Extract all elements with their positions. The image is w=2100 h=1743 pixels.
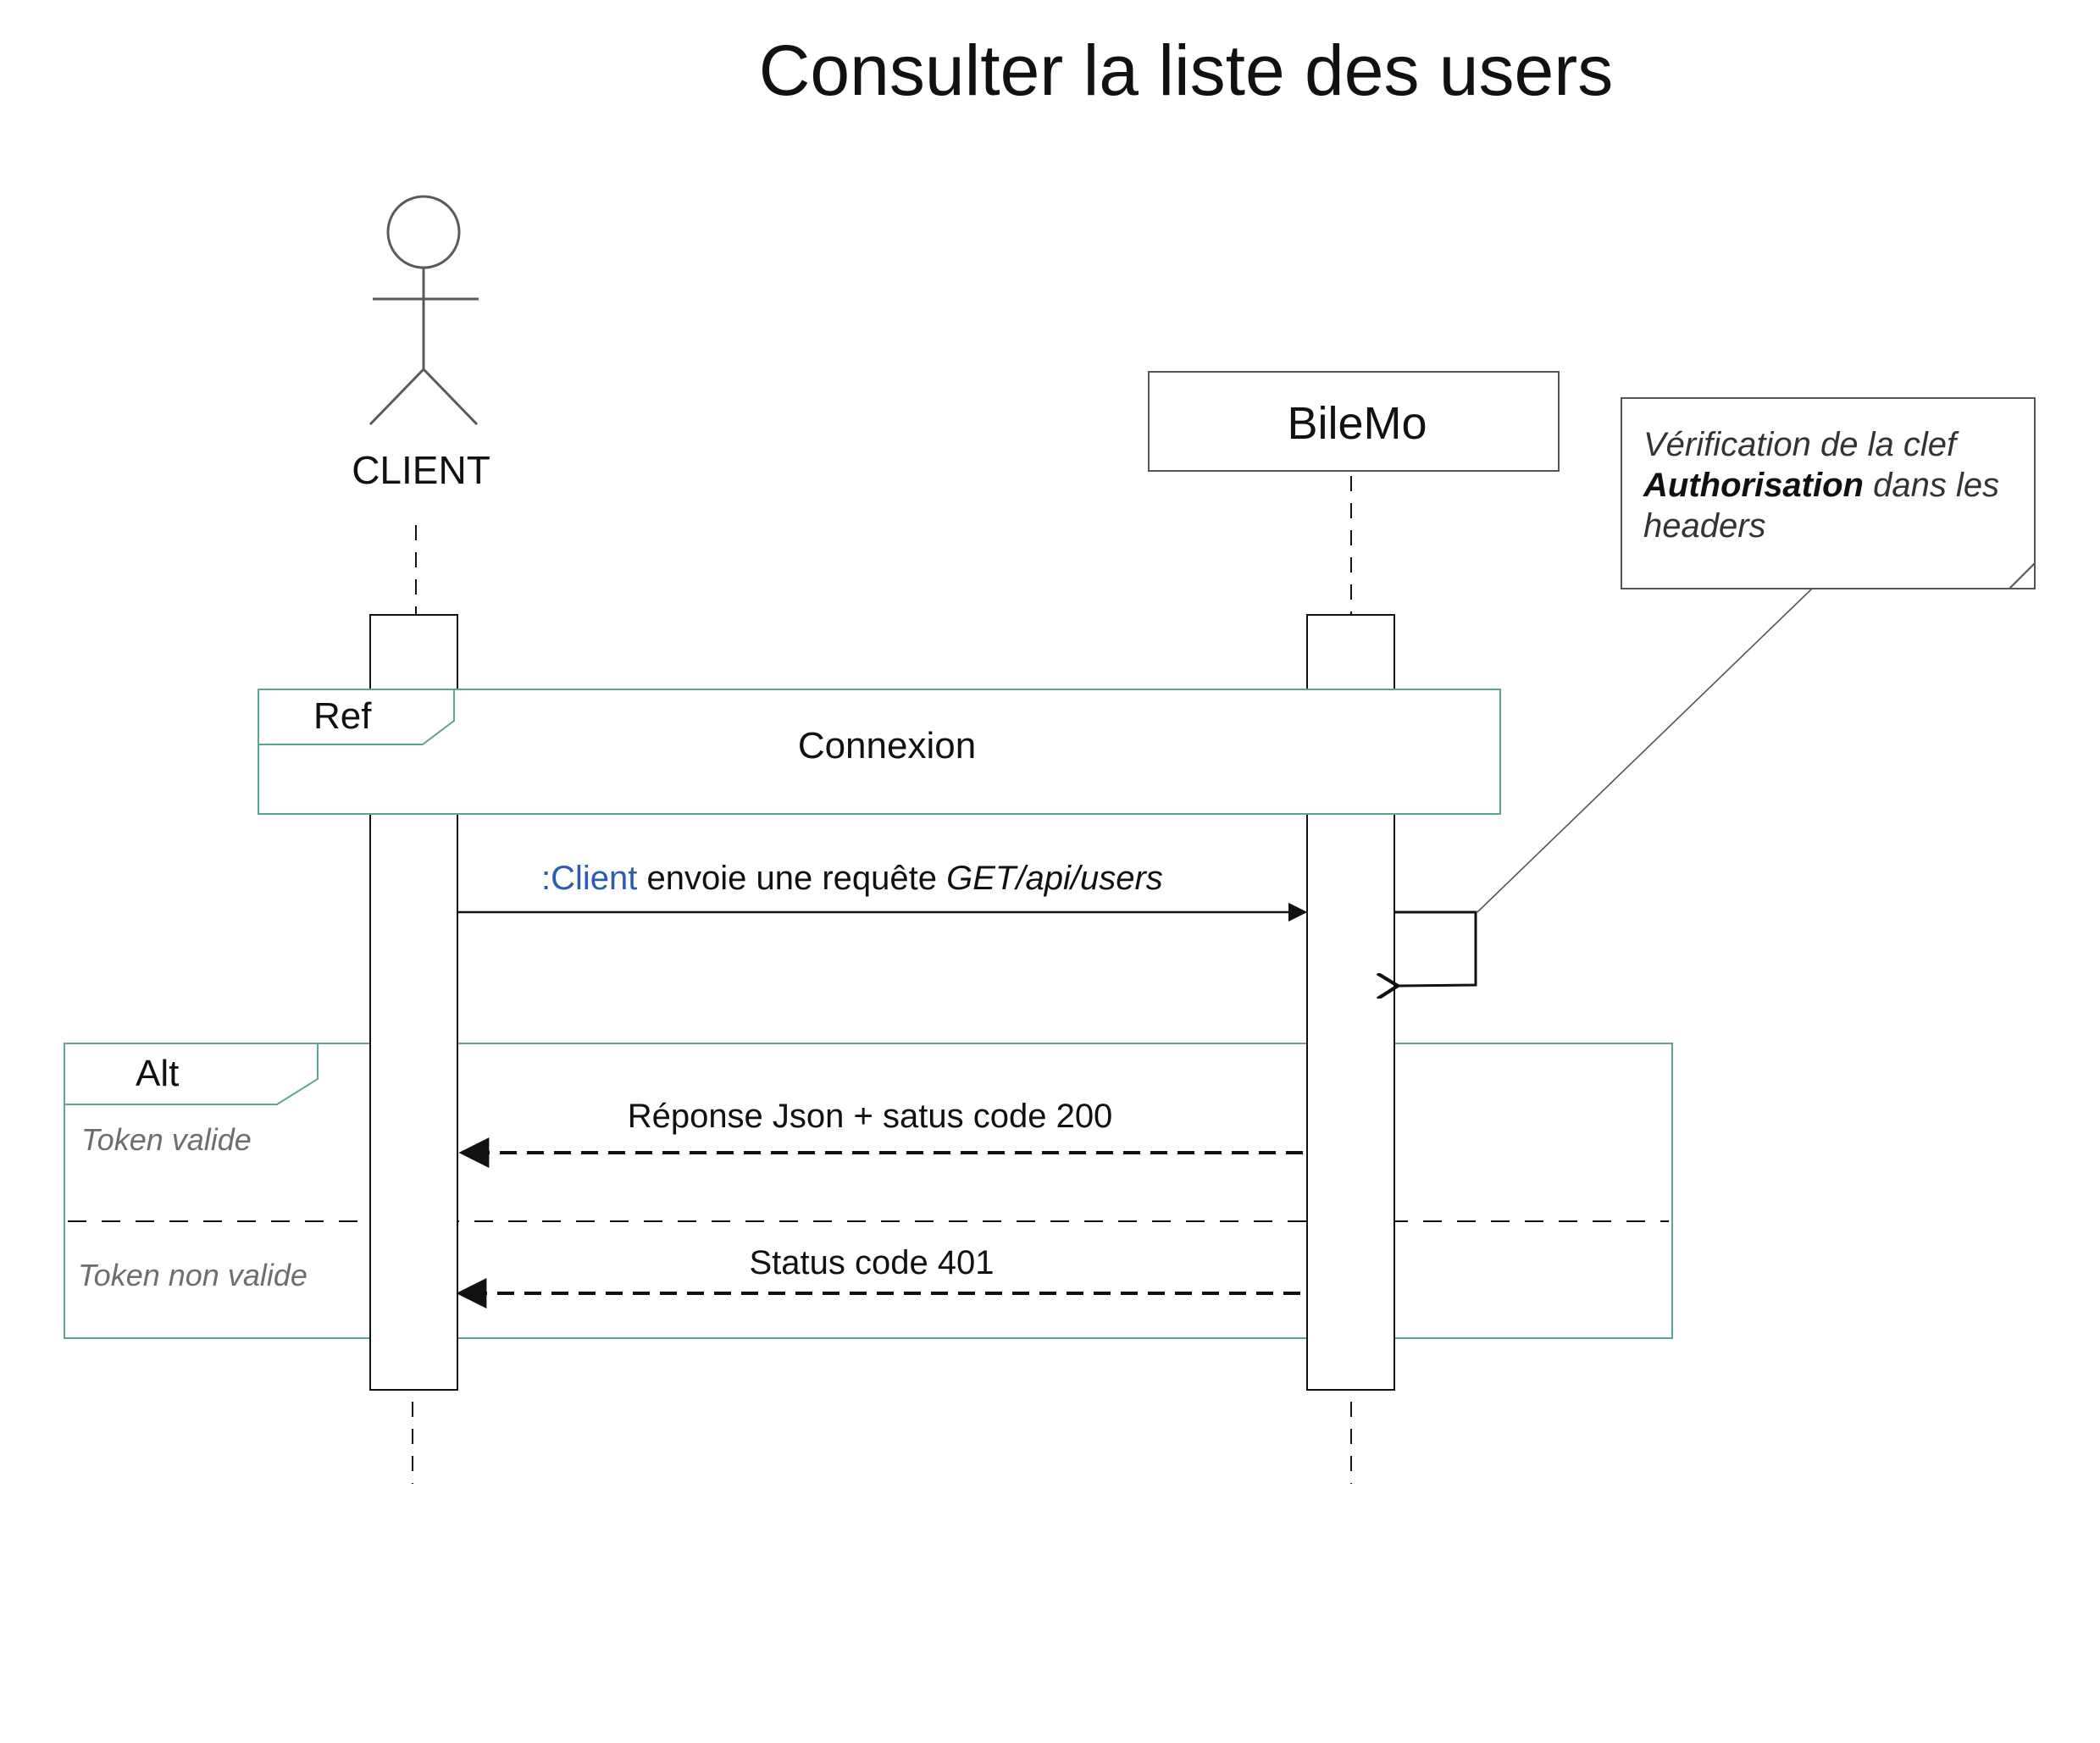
guard-token-invalid: Token non valide <box>78 1258 308 1292</box>
alt-fragment: Alt Token valide Token non valide <box>64 1043 1673 1339</box>
ref-fragment: Ref Connexion <box>258 689 1501 815</box>
client-actor-icon <box>368 195 479 426</box>
request-message-label: :Client envoie une requête GET/api/users <box>541 860 1163 897</box>
note-line-2-rest: dans les <box>1864 467 1999 504</box>
bilemo-header-box <box>1148 371 1560 472</box>
note-line-3: headers <box>1643 507 1766 545</box>
request-prefix: :Client <box>541 860 637 897</box>
ref-tag: Ref <box>313 695 372 737</box>
client-label: CLIENT <box>352 448 490 492</box>
bilemo-label: BileMo <box>1287 398 1427 449</box>
self-check-arrow <box>1394 910 1477 986</box>
note-connector <box>1477 588 1813 913</box>
diagram-title: Consulter la liste des users <box>759 30 1613 110</box>
response-ok-label: Réponse Json + satus code 200 <box>628 1098 1113 1135</box>
client-lifeline <box>412 525 417 1484</box>
note-line-2: Authorisation dans les <box>1643 467 1999 504</box>
note-fold-icon <box>2009 562 2036 589</box>
note-keyword: Authorisation <box>1643 467 1864 504</box>
verification-note: Vérification de la clef Authorisation da… <box>1621 397 2036 589</box>
guard-token-valid: Token valide <box>81 1122 252 1157</box>
ref-label: Connexion <box>798 725 976 766</box>
alt-tag-box <box>64 1043 319 1105</box>
note-line-1: Vérification de la clef <box>1643 426 1959 463</box>
response-401-label: Status code 401 <box>749 1244 994 1281</box>
request-middle: envoie une requête <box>637 860 946 897</box>
alt-tag: Alt <box>136 1053 179 1094</box>
request-endpoint: GET/api/users <box>946 860 1163 897</box>
ref-tag-box <box>258 689 455 745</box>
